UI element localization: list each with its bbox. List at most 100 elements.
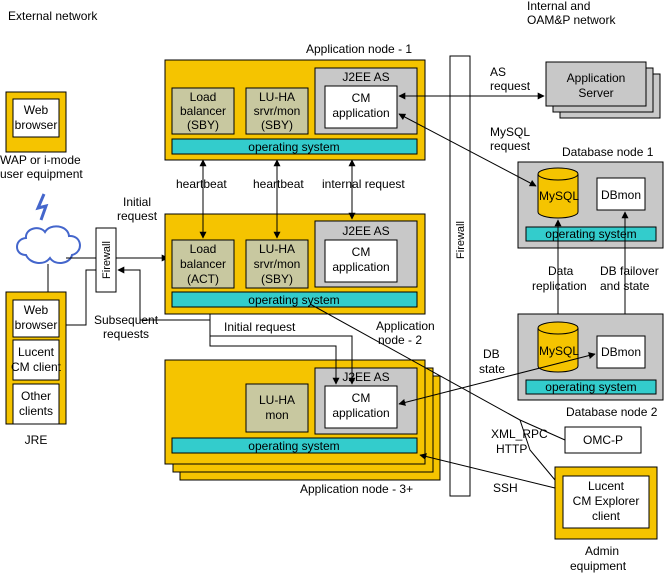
db-node-1-title: Database node 1 (562, 145, 654, 159)
os-db2-label: operating system (545, 380, 636, 394)
web-browser-2-label-1: Web (24, 303, 49, 317)
db-state-label-1: DB (483, 347, 500, 361)
db-state-label-2: state (479, 362, 505, 376)
heartbeat-label-1: heartbeat (176, 177, 227, 191)
luha3-label-1: LU-HA (259, 393, 295, 407)
subsequent-requests-label-2: requests (103, 327, 149, 341)
wireless-lightning-icon (35, 193, 49, 221)
app-node-1: Load balancer (SBY) LU-HA srvr/mon (SBY)… (164, 59, 426, 161)
luha1-label-1: LU-HA (259, 90, 295, 104)
cm3-label-2: application (332, 406, 389, 420)
lb2-label-1: Load (190, 242, 217, 256)
os3-label: operating system (248, 439, 339, 453)
mysql1-label: MySQL (539, 189, 579, 203)
http-label: HTTP (496, 442, 527, 456)
lb1-label-1: Load (190, 90, 217, 104)
luha1-label-2: srvr/mon (254, 104, 301, 118)
mysql2-label: MySQL (539, 344, 579, 358)
web-browser-label-1: Web (24, 103, 49, 117)
admin-label-2: equipment (570, 559, 627, 573)
application-server: Application Server (545, 61, 661, 119)
admin-label-1: Admin (585, 544, 619, 558)
j2ee-1-label: J2EE AS (342, 70, 389, 84)
jre-box: Web browser Lucent CM client Other clien… (5, 291, 67, 447)
cm3-label-1: CM (352, 391, 371, 405)
luha2-label-3: (SBY) (261, 272, 293, 286)
initial-request-label: Initial request (224, 320, 296, 334)
os-db1-label: operating system (545, 227, 636, 241)
app-node-2-title-2: node - 2 (378, 333, 422, 347)
lucent-cm-client-label-1: Lucent (18, 345, 55, 359)
mysql-request-arrow (398, 113, 537, 187)
cm-explorer-label-2: CM Explorer (573, 494, 640, 508)
failover-label-1: DB failover (600, 264, 659, 278)
xml-rpc-label: XML_RPC (491, 427, 548, 441)
db-node-2: MySQL DBmon operating system (517, 313, 664, 401)
firewall-left-label: Firewall (101, 241, 113, 279)
subsequent-requests-label-1: Subsequent (94, 313, 159, 327)
os2-label: operating system (248, 293, 339, 307)
firewall-middle-label: Firewall (455, 221, 467, 259)
initial-request-label-2: request (117, 209, 158, 223)
data-replication-label-1: Data (548, 264, 574, 278)
web-browser-box: Web browser (5, 91, 67, 153)
web-browser-label-2: browser (15, 118, 58, 132)
lb1-label-2: balancer (180, 104, 226, 118)
wap-label-1: WAP or i-mode (0, 153, 81, 167)
http-arrow (519, 419, 556, 481)
j2ee-2-label: J2EE AS (342, 224, 389, 238)
internal-network-label-1: Internal and (527, 0, 590, 13)
dbmon1-label: DBmon (601, 188, 641, 202)
jre-label: JRE (25, 433, 48, 447)
cm2-label-1: CM (352, 245, 371, 259)
app-node-2-title-1: Application (376, 319, 435, 333)
omcp-box: OMC-P (564, 426, 642, 454)
luha3-label-2: mon (265, 408, 288, 422)
heartbeat-label-2: heartbeat (253, 177, 304, 191)
internal-network-label-2: OAM&P network (527, 13, 616, 27)
ssh-arrow (419, 453, 556, 489)
cm-explorer-label-1: Lucent (588, 479, 625, 493)
os1-label: operating system (248, 140, 339, 154)
j2ee-3-label: J2EE AS (342, 370, 389, 384)
mysql-request-label-1: MySQL (490, 125, 530, 139)
lucent-cm-client-label-2: CM client (11, 360, 62, 374)
firewall-left: Firewall (95, 227, 117, 293)
luha1-label-3: (SBY) (261, 118, 293, 132)
dbmon2-label: DBmon (601, 345, 641, 359)
app-node-1-title: Application node - 1 (306, 42, 412, 56)
initial-request-label-1: Initial (123, 195, 151, 209)
data-replication-label-2: replication (532, 279, 587, 293)
internal-request-label: internal request (322, 177, 405, 191)
as-request-label-2: request (490, 79, 531, 93)
lb2-label-2: balancer (180, 257, 226, 271)
web-browser-2-label-2: browser (15, 318, 58, 332)
omcp-label: OMC-P (583, 433, 623, 447)
other-clients-label-2: clients (19, 404, 53, 418)
cm1-label-1: CM (352, 91, 371, 105)
app-server-label-2: Server (578, 86, 613, 100)
mysql-request-label-2: request (490, 139, 531, 153)
app-node-2: Load balancer (ACT) LU-HA srvr/mon (SBY)… (164, 213, 426, 315)
admin-box: Lucent CM Explorer client (554, 466, 658, 540)
cm-explorer-label-3: client (592, 509, 621, 523)
luha2-label-2: srvr/mon (254, 257, 301, 271)
app-node-3: LU-HA mon J2EE AS CM application operati… (164, 359, 441, 481)
external-network-label: External network (8, 9, 98, 23)
db-node-2-title: Database node 2 (566, 405, 658, 419)
cloud-icon (16, 225, 81, 264)
db-node-1: MySQL DBmon operating system (517, 161, 664, 249)
app-server-label-1: Application (567, 71, 626, 85)
other-clients-label-1: Other (21, 389, 51, 403)
lb1-label-3: (SBY) (187, 118, 219, 132)
luha2-label-1: LU-HA (259, 242, 295, 256)
app-node-3-title: Application node - 3+ (300, 482, 413, 496)
cm2-label-2: application (332, 260, 389, 274)
ssh-label: SSH (493, 481, 518, 495)
cm1-label-2: application (332, 106, 389, 120)
lb2-label-3: (ACT) (187, 272, 219, 286)
as-request-label-1: AS (490, 65, 506, 79)
firewall-middle: Firewall (449, 55, 471, 497)
wap-label-2: user equipment (0, 167, 83, 181)
